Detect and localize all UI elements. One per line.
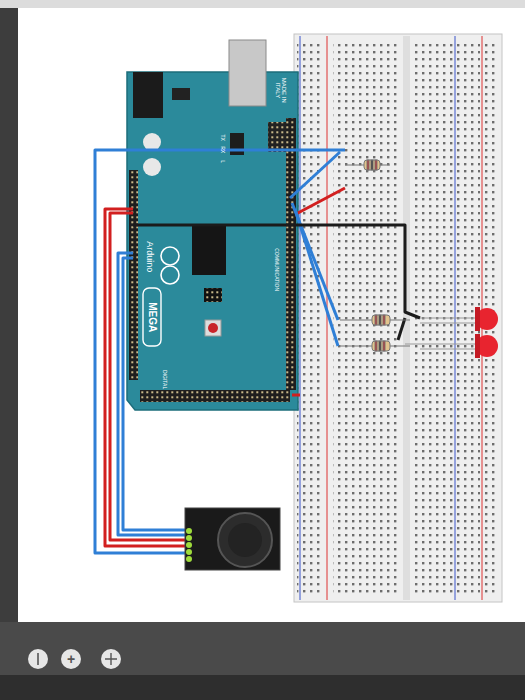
- led-label: L: [219, 161, 224, 164]
- header-label: DIGITAL: [162, 370, 167, 389]
- brand-name: Arduino: [145, 241, 154, 272]
- board-marking: MADE IN ITALY: [275, 76, 288, 104]
- led-label: RX: [219, 147, 224, 154]
- header-label: COMMUNICATION: [273, 249, 278, 292]
- led-label: TX: [219, 135, 224, 141]
- model-name: MEGA: [147, 302, 158, 332]
- zoom-button: +: [67, 652, 75, 667]
